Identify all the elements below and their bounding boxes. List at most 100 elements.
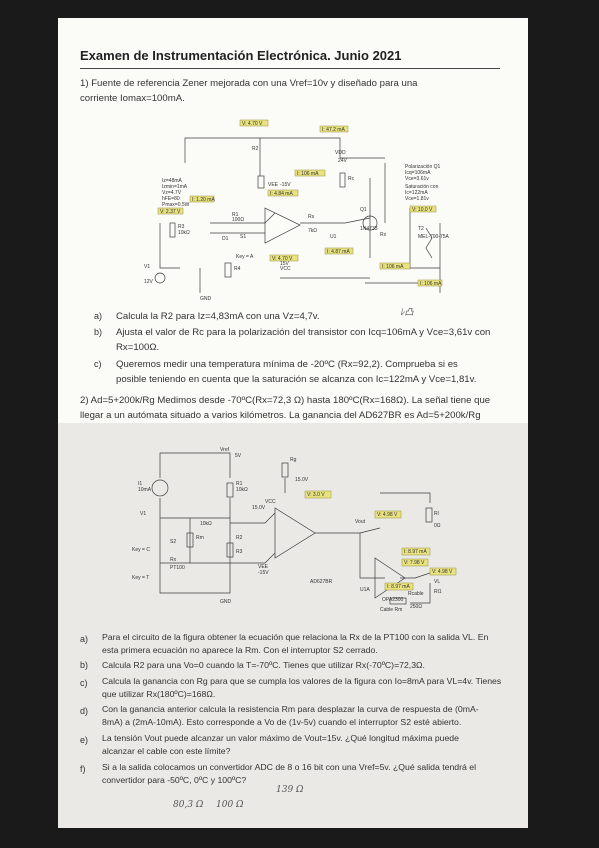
- c1-label: R4: [234, 266, 241, 272]
- c2-label: GND: [220, 599, 232, 605]
- c1-note-right-2: Vce=3.61v: [405, 176, 429, 182]
- c2-label: U1A: [360, 587, 370, 593]
- c1-label: 10kΩ: [178, 230, 190, 236]
- q1-item-c-line-2: posible teniendo en cuenta que la satura…: [116, 374, 477, 385]
- c1-note-right-3: Saturación con: [405, 184, 439, 190]
- c1-note-right-1: Icq=106mA: [405, 170, 431, 176]
- c1-note-left-4: Pmax=0.5W: [162, 202, 190, 208]
- c1-label: -15V: [280, 182, 291, 188]
- zener-circuit-diagram: V: 2.37 V V: 4.70 V I: 47.2 mA I: 106 mA…: [144, 119, 450, 302]
- q1-item-b-line-1: Ajusta el valor de Rc para la polarizaci…: [116, 327, 491, 338]
- handwritten-value-1: 80,3 Ω: [173, 800, 204, 810]
- q2-item-d-line-2: 8mA) a (2mA-10mA). Esto corresponde a Vo…: [102, 717, 462, 727]
- c1-note-right-5: Vce=1.81v: [405, 196, 429, 202]
- c1-label: VEE: [268, 182, 279, 188]
- c2-label: S2: [170, 539, 176, 545]
- c1-label: 15V: [280, 261, 290, 267]
- c2-label: -15V: [258, 570, 269, 576]
- readout-c2-4: V: 4.98 V: [432, 569, 453, 575]
- q2-item-e-line-2: alcanzar el cable con este límite?: [102, 746, 231, 756]
- q2-item-b-line-1: Calcula R2 para una Vo=0 cuando la T=-70…: [102, 660, 425, 670]
- q2-item-e-marker: e): [80, 735, 89, 745]
- readout-c1-0: V: 2.37 V: [160, 209, 181, 215]
- c2-label: Rcable: [408, 591, 424, 597]
- c2-label: 10kΩ: [236, 487, 248, 493]
- c2-label: AD627BR: [310, 579, 333, 585]
- c1-label: 24V: [338, 158, 348, 164]
- c2-label: PT100: [170, 565, 185, 571]
- c1-note-left-3: hFE=80: [162, 196, 180, 202]
- c1-note-left-2: Vz=4.7V: [162, 190, 182, 196]
- q1-item-c-line-1: Queremos medir una temperatura mínima de…: [116, 359, 458, 370]
- q2-item-d-line-1: Con la ganancia anterior calcula la resi…: [102, 704, 479, 714]
- pt100-circuit-diagram: V: 3.0 V V: 4.98 V I: 8.97 mA V: 7.98 V …: [132, 447, 457, 613]
- q1-item-b-marker: b): [94, 327, 103, 337]
- title-rule: [80, 68, 500, 69]
- c2-label: Rl: [434, 511, 439, 517]
- c1-label: 7kΩ: [308, 228, 317, 234]
- readout-c1-2: I: 47.2 mA: [322, 127, 345, 133]
- readout-c2-1: V: 4.98 V: [377, 512, 398, 518]
- c1-label: T2: [418, 226, 424, 232]
- readout-c1-4: I: 1.20 mA: [192, 197, 215, 203]
- readout-c2-5: I: 8.97 mA: [387, 584, 410, 590]
- readout-c1-5: I: 4.84 mA: [270, 191, 293, 197]
- c1-note-right-4: Ic=122mA: [405, 190, 428, 196]
- readout-c1-10: I: 106 mA: [420, 281, 442, 287]
- q2-item-a-marker: a): [80, 634, 89, 644]
- q2-item-e-line-1: La tensión Vout puede alcanzar un valor …: [102, 733, 459, 743]
- exam-title: Examen de Instrumentación Electrónica. J…: [80, 48, 402, 63]
- c1-label: Rs: [308, 214, 315, 220]
- q1-item-a-marker: a): [94, 311, 103, 321]
- q2-item-f-line-1: Si a la salida colocamos un convertidor …: [102, 762, 477, 772]
- c2-label: 10mA: [138, 487, 152, 493]
- q2-item-c-line-1: Calcula la ganancia con Rg para que se c…: [102, 676, 502, 686]
- readout-c1-8: I: 106 mA: [382, 264, 404, 270]
- c1-label: Key = A: [236, 254, 254, 260]
- c1-note-right-0: Polarización Q1: [405, 164, 441, 170]
- c2-label: Key = T: [132, 575, 149, 581]
- handwritten-value-2: 100 Ω: [216, 800, 244, 810]
- c1-label: R3: [178, 224, 185, 230]
- c1-label: Rc: [348, 176, 355, 182]
- c1-note-left-0: Iz=48mA: [162, 178, 183, 184]
- c1-label: R1: [232, 212, 239, 218]
- c1-label: 100Ω: [232, 217, 244, 223]
- q2-item-d-marker: d): [80, 706, 89, 716]
- c1-note-left-1: Izmin=1mA: [162, 184, 188, 190]
- q2-item-a-line-1: Para el circuito de la figura obtener la…: [102, 632, 489, 642]
- c1-label: GND: [200, 296, 212, 302]
- c2-label: Rx: [170, 557, 177, 563]
- c1-label: D1: [222, 236, 229, 242]
- exam-sheet: Examen de Instrumentación Electrónica. J…: [58, 18, 528, 828]
- readout-c1-3: I: 106 mA: [297, 171, 319, 177]
- q2-item-c-line-2: que utilizar Rx(180ºC)=168Ω.: [102, 689, 216, 699]
- q2-item-f-line-2: convertidor para -50ºC, 0ºC y 100ºC?: [102, 775, 247, 785]
- c1-label: S1: [240, 234, 246, 240]
- c1-label: 1N4733: [360, 226, 378, 232]
- readout-c2-2: I: 8.97 mA: [404, 549, 427, 555]
- c2-label: V1: [140, 511, 146, 517]
- q1-intro-line-2: corriente Iomax=100mA.: [80, 93, 185, 104]
- q1-item-c-marker: c): [94, 359, 102, 369]
- c1-label: R2: [252, 146, 259, 152]
- c2-label: Rm: [196, 535, 204, 541]
- c2-label: OPA2300: [382, 597, 404, 603]
- q1-item-a-line-1: Calcula la R2 para Iz=4,83mA con una Vz=…: [116, 311, 320, 322]
- readout-c1-6: V: 10.0 V: [412, 207, 433, 213]
- c2-label: VCC: [265, 499, 276, 505]
- c1-label: VDD: [335, 150, 346, 156]
- q2-item-f-marker: f): [80, 764, 86, 774]
- c2-label: 15.0V: [252, 505, 266, 511]
- c1-label: Rx: [380, 232, 387, 238]
- q1-handwritten-mark: ﾚ凸: [400, 308, 414, 318]
- c2-label: 15.0V: [295, 477, 309, 483]
- c1-label: Q1: [360, 207, 367, 213]
- q2-item-c-marker: c): [80, 678, 88, 688]
- q2-item-a-line-2: esta primera ecuación no aparece la Rm. …: [102, 645, 378, 655]
- c2-label: I1: [138, 481, 142, 487]
- q1-item-b-line-2: Rx=100Ω.: [116, 342, 160, 353]
- c1-label: U1: [330, 234, 337, 240]
- c2-label: VL: [434, 579, 440, 585]
- c2-label: Vref: [220, 447, 230, 453]
